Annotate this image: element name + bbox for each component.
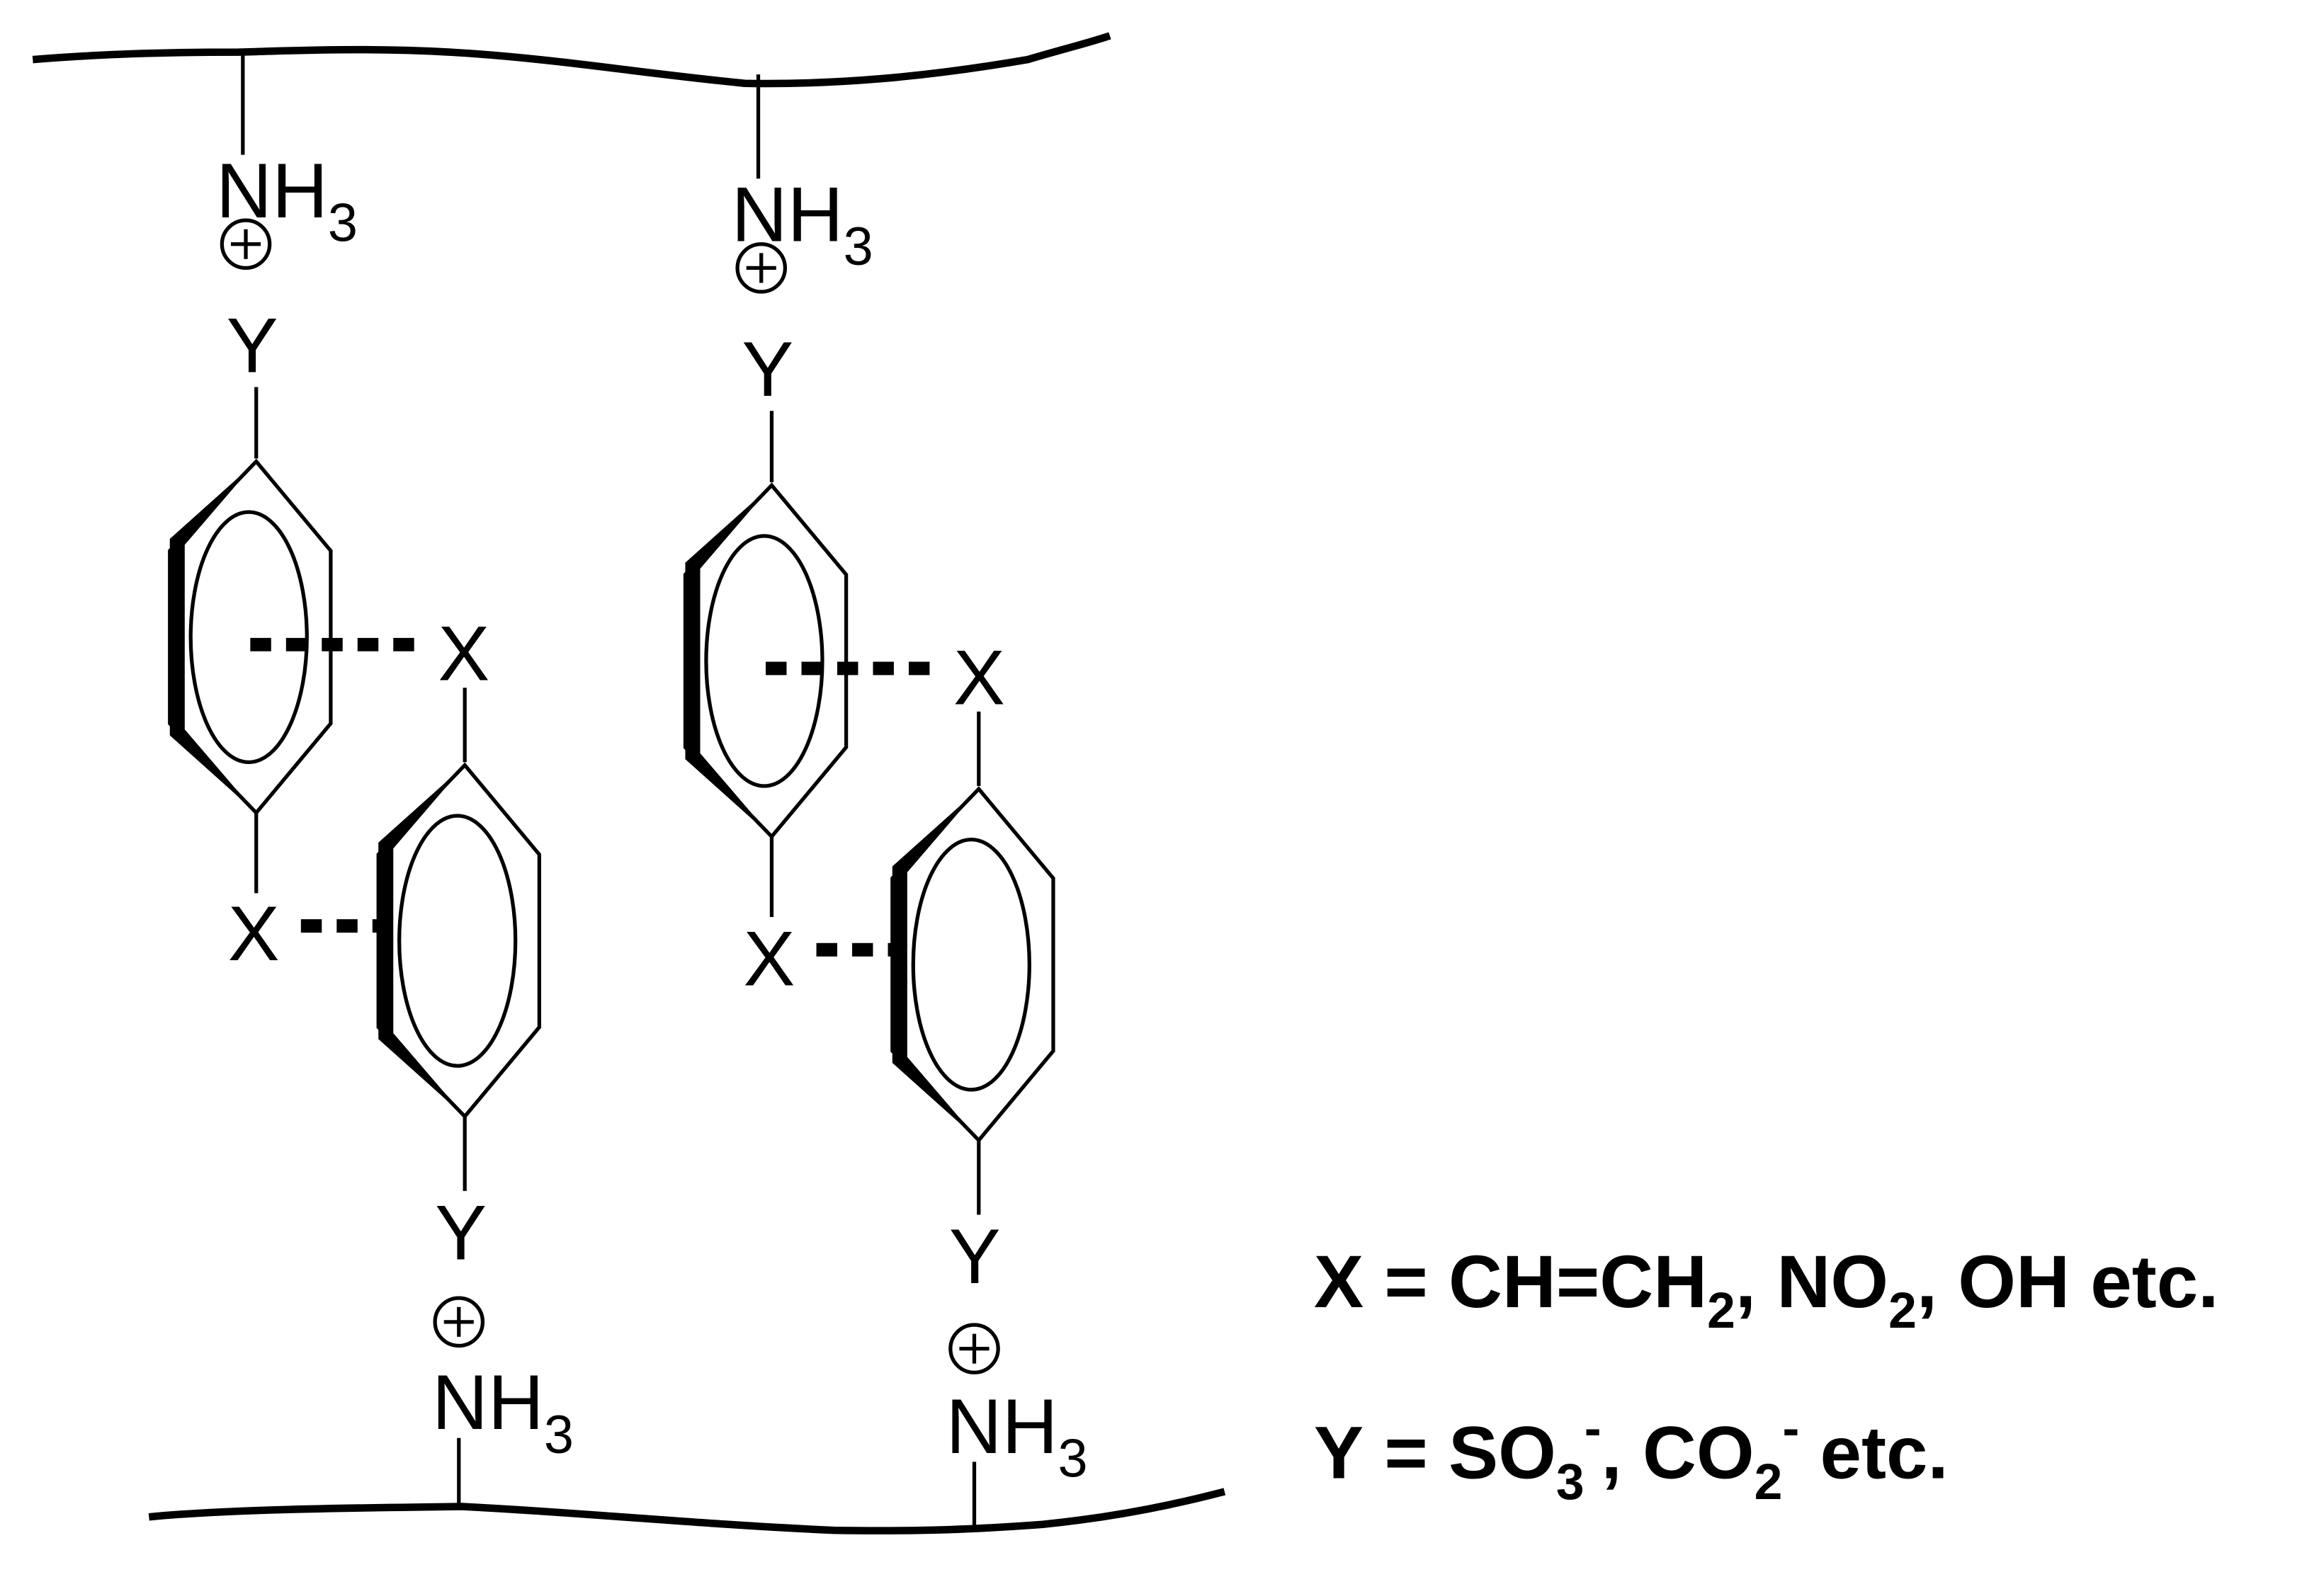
top-polymer-chain	[32, 32, 1111, 88]
right-lower-ammonium: NH3	[946, 1323, 1088, 1531]
left-upper-ring	[170, 462, 331, 813]
left-lower-x: X	[438, 611, 489, 697]
right-upper-x: X	[743, 916, 795, 1003]
left-upper-x: X	[228, 891, 280, 977]
left-upper-ammonium	[216, 50, 358, 268]
legend-x-definition: X = CH=CH2, NO2, OH etc.	[1314, 1241, 2218, 1339]
right-lower-y: Y	[949, 1214, 1001, 1300]
right-lower-ring	[892, 789, 1053, 1140]
svg-text:NH3: NH3	[432, 1360, 574, 1465]
right-lower-x: X	[953, 634, 1005, 721]
left-lower-y: Y	[435, 1190, 487, 1277]
left-lower-ammonium: NH3	[432, 1296, 574, 1510]
right-upper-ammonium	[732, 74, 873, 292]
bottom-polymer-chain	[148, 1488, 1226, 1534]
legend-y-definition: Y = SO3-, CO2- etc.	[1314, 1400, 1949, 1510]
right-upper-y: Y	[742, 326, 793, 413]
right-upper-ring	[685, 485, 846, 836]
left-upper-y: Y	[227, 303, 278, 389]
left-lower-ring	[378, 765, 539, 1117]
svg-text:NH3: NH3	[946, 1384, 1088, 1489]
